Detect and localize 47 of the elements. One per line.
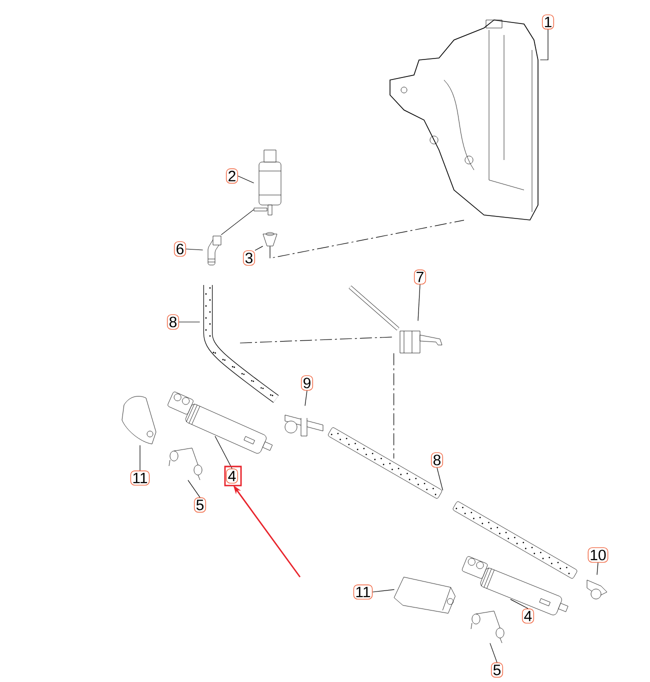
washer-cylinder-drawing bbox=[168, 392, 273, 451]
callout-number: 9 bbox=[300, 375, 314, 391]
callout-number: 7 bbox=[414, 269, 426, 285]
callout-number: 11 bbox=[353, 584, 373, 600]
callout-number: 4 bbox=[226, 468, 238, 484]
leader-line bbox=[186, 248, 204, 250]
callout-number: 8 bbox=[166, 314, 180, 330]
leader-line bbox=[436, 467, 444, 491]
reservoir-drawing bbox=[390, 20, 538, 220]
grommet-drawing bbox=[262, 232, 278, 246]
hose-drawing bbox=[328, 427, 442, 499]
callout-number: 4 bbox=[522, 608, 534, 624]
spring-drawing bbox=[168, 448, 202, 480]
leader-line bbox=[304, 390, 308, 406]
spring-drawing bbox=[470, 610, 504, 644]
connector-drawing bbox=[586, 580, 608, 600]
leader-line bbox=[510, 599, 528, 609]
callout-number: 2 bbox=[226, 168, 238, 184]
t-piece-drawing bbox=[284, 414, 324, 436]
callout-number: 6 bbox=[174, 241, 186, 257]
leader-line bbox=[540, 29, 548, 60]
callout-number: 8 bbox=[430, 452, 444, 468]
leader-line bbox=[238, 176, 254, 184]
callout-number: 5 bbox=[194, 497, 206, 513]
leader-line bbox=[214, 436, 232, 469]
callout-number: 10 bbox=[588, 547, 608, 563]
leader-line bbox=[596, 562, 598, 576]
leader-line bbox=[418, 284, 420, 322]
washer-cylinder-drawing bbox=[462, 556, 568, 612]
leader-line bbox=[372, 589, 395, 592]
callout-number: 3 bbox=[242, 250, 256, 266]
assembly-line bbox=[270, 220, 464, 259]
cover-cap-drawing bbox=[394, 576, 456, 614]
assembly-line bbox=[240, 336, 394, 344]
hose-drawing bbox=[203, 285, 279, 403]
hose-drawing bbox=[452, 501, 578, 579]
callout-number: 11 bbox=[130, 470, 150, 486]
pump-drawing bbox=[254, 150, 282, 216]
leader-line bbox=[188, 480, 200, 498]
elbow-connector-drawing bbox=[208, 236, 222, 266]
leader-line bbox=[490, 642, 498, 663]
cover-cap-drawing bbox=[122, 396, 156, 444]
callout-number: 5 bbox=[490, 662, 504, 678]
callout-number: 1 bbox=[542, 14, 554, 30]
leader-line bbox=[220, 209, 254, 236]
leader-line bbox=[254, 246, 264, 251]
cable-tie-drawing bbox=[348, 286, 442, 354]
